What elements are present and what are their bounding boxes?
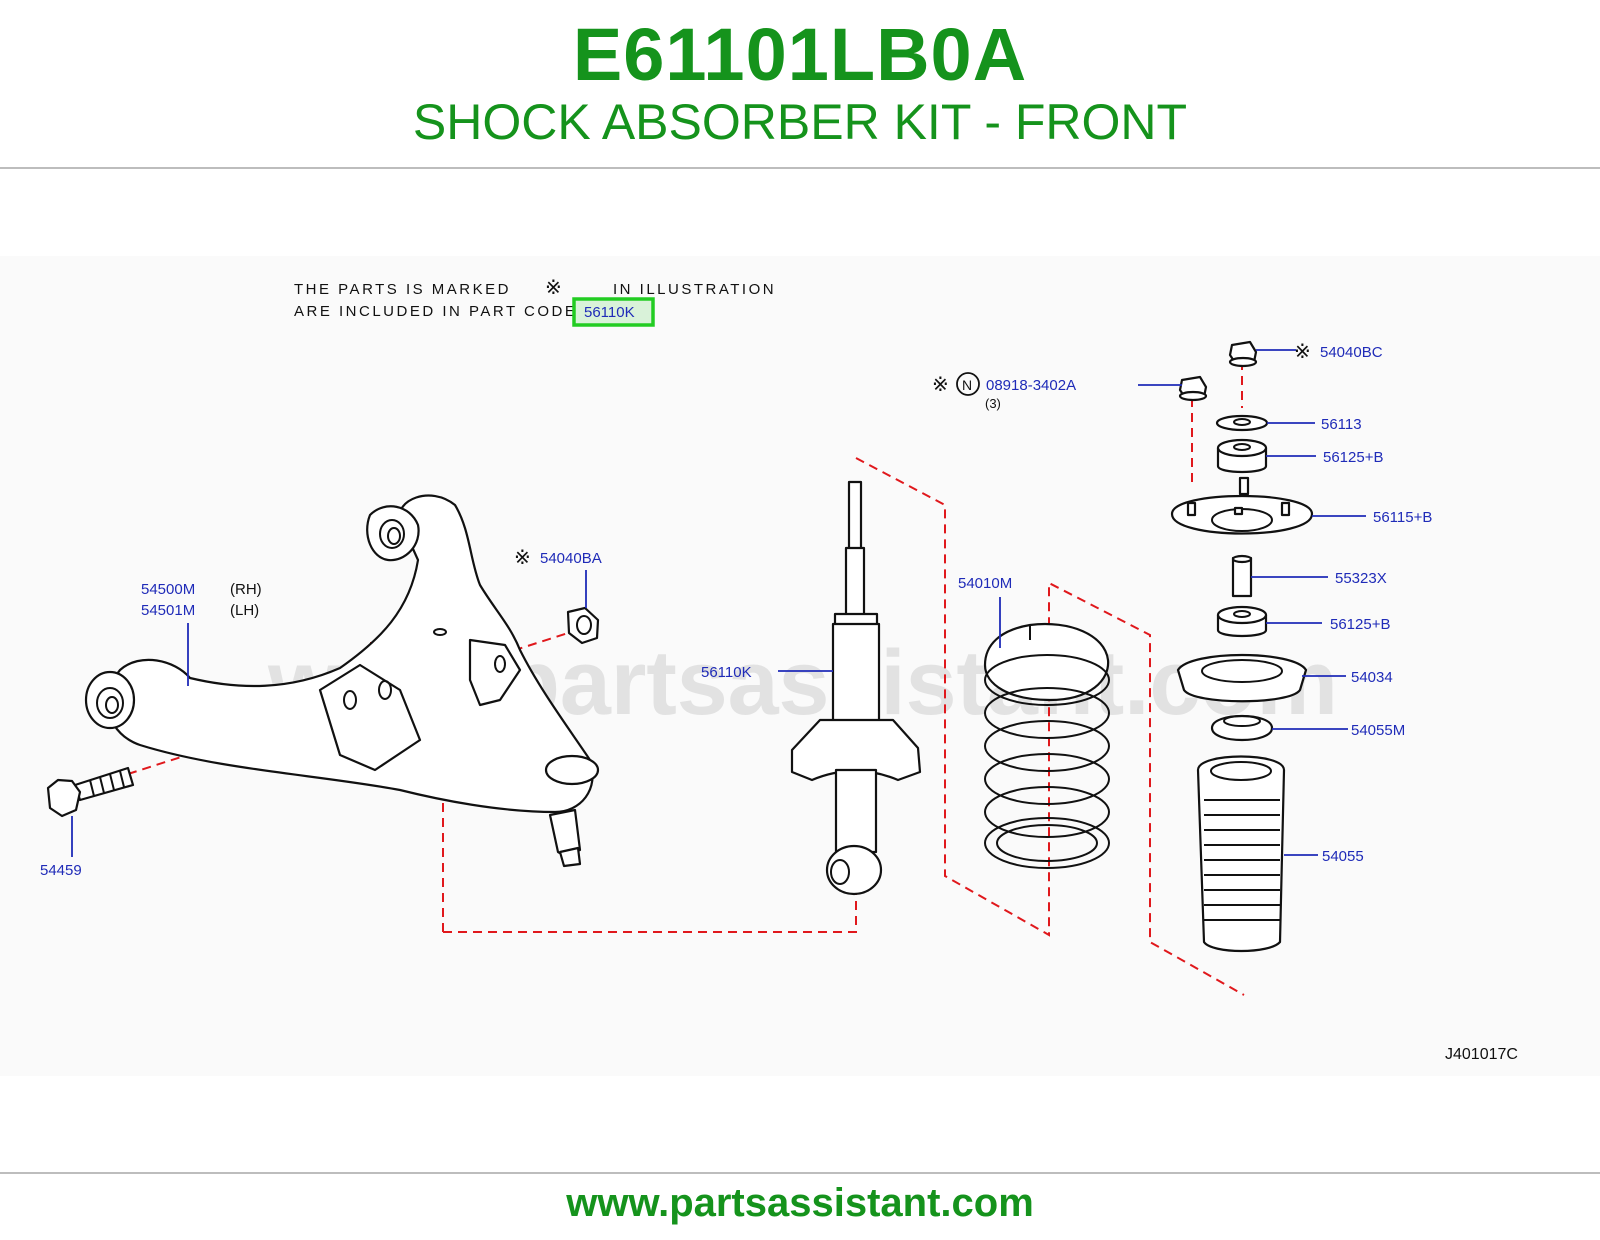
- part-code-54055[interactable]: 54055: [1322, 848, 1364, 865]
- part-code-08918-3402a[interactable]: 08918-3402A: [986, 377, 1076, 394]
- part-code-54055m[interactable]: 54055M: [1351, 722, 1405, 739]
- footer-website-link[interactable]: www.partsassistant.com: [566, 1181, 1034, 1225]
- part-code-54459[interactable]: 54459: [40, 862, 82, 879]
- lower-control-arm: [84, 494, 600, 868]
- note-line2: ARE INCLUDED IN PART CODE: [294, 303, 577, 320]
- parts-diagram: www.partsassistant.com THE PARTS IS MARK…: [0, 256, 1600, 1076]
- bolt-54459: [46, 766, 135, 818]
- inclusion-note: THE PARTS IS MARKED ※ IN ILLUSTRATION AR…: [294, 277, 776, 327]
- side-rh: (RH): [230, 581, 262, 598]
- highlighted-part-link[interactable]: 56110K: [584, 304, 635, 321]
- coil-spring: [983, 623, 1110, 869]
- page-header: E61101LB0A SHOCK ABSORBER KIT - FRONT: [0, 0, 1600, 168]
- part-code-54010m[interactable]: 54010M: [958, 575, 1012, 592]
- part-code-54040ba[interactable]: 54040BA: [540, 550, 602, 567]
- callout-leaders: [71, 349, 1366, 857]
- included-mark: ※: [1294, 341, 1311, 363]
- part-code-56125b-lower[interactable]: 56125+B: [1330, 616, 1390, 633]
- part-description: SHOCK ABSORBER KIT - FRONT: [412, 94, 1188, 150]
- part-code-55323x[interactable]: 55323X: [1335, 570, 1387, 587]
- part-quantity: (3): [985, 396, 1001, 411]
- callout-54040ba[interactable]: ※ 54040BA: [514, 547, 602, 569]
- callout-08918-3402a[interactable]: ※ N 08918-3402A (3): [932, 372, 1076, 411]
- part-code-title: E61101LB0A: [572, 13, 1028, 96]
- header-divider: [0, 167, 1600, 169]
- part-code-56110k[interactable]: 56110K: [701, 664, 752, 681]
- note-mark-symbol: ※: [545, 277, 562, 299]
- circle-n-symbol: [956, 372, 980, 396]
- part-code-54040bc[interactable]: 54040BC: [1320, 344, 1383, 361]
- n-symbol-letter: N: [962, 377, 972, 393]
- footer-divider: [0, 1172, 1600, 1174]
- note-line1-a: THE PARTS IS MARKED: [294, 281, 511, 298]
- nut-54040ba: [566, 606, 600, 645]
- part-code-56125b-upper[interactable]: 56125+B: [1323, 449, 1383, 466]
- diagram-reference-id: J401017C: [1445, 1046, 1518, 1063]
- diagram-background: [0, 256, 1600, 1076]
- note-line1-b: IN ILLUSTRATION: [613, 281, 776, 298]
- included-mark: ※: [514, 547, 531, 569]
- callout-54040bc[interactable]: ※ 54040BC: [1294, 341, 1383, 363]
- part-code-56113[interactable]: 56113: [1321, 416, 1362, 433]
- shock-absorber: [790, 480, 922, 896]
- highlight-box: [572, 297, 655, 327]
- part-code-56115b[interactable]: 56115+B: [1373, 509, 1432, 526]
- included-mark: ※: [932, 374, 949, 396]
- part-code-54501m[interactable]: 54501M: [141, 602, 195, 619]
- side-lh: (LH): [230, 602, 259, 619]
- part-code-54500m[interactable]: 54500M: [141, 581, 195, 598]
- part-code-54034[interactable]: 54034: [1351, 669, 1393, 686]
